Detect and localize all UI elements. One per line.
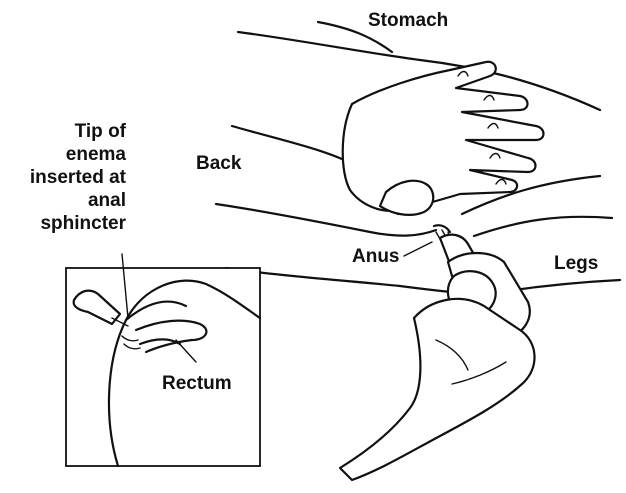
label-back: Back	[196, 152, 241, 175]
label-tip-line-5: sphincter	[6, 212, 126, 235]
label-tip-line-2: enema	[6, 143, 126, 166]
leader-anus	[404, 242, 432, 256]
label-tip-line-1: Tip of	[6, 120, 126, 143]
label-tip-line-3: inserted at	[6, 166, 126, 189]
label-tip-of-enema: Tip of enema inserted at anal sphincter	[6, 120, 126, 235]
inset-cross-section	[66, 268, 260, 466]
label-tip-line-4: anal	[6, 189, 126, 212]
label-rectum: Rectum	[162, 372, 232, 395]
upper-hand	[343, 62, 544, 215]
label-legs: Legs	[554, 252, 598, 275]
label-anus: Anus	[352, 245, 400, 268]
label-stomach: Stomach	[368, 9, 448, 32]
